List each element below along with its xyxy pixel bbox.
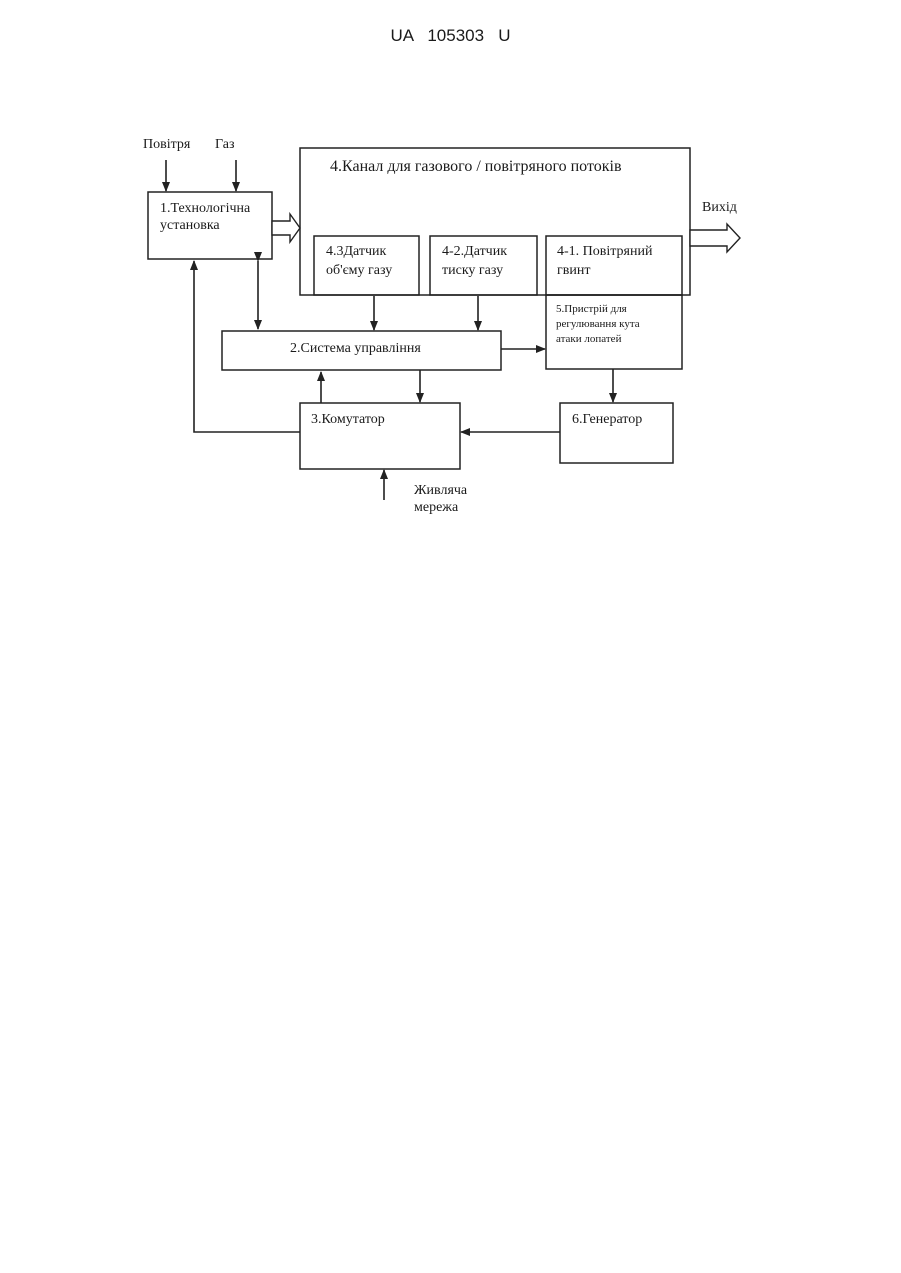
generator-label: 6.Генератор	[572, 411, 642, 428]
switch-to-tech-unit-arrow	[194, 261, 300, 432]
pressure-sensor-label-line2: тиску газу	[442, 262, 503, 279]
propeller-label-line2: гвинт	[557, 262, 590, 279]
tech-to-channel-arrow	[272, 214, 300, 242]
gas-input-label: Газ	[215, 136, 235, 153]
volume-sensor-label-line1: 4.3Датчик	[326, 243, 386, 260]
output-label: Вихід	[702, 199, 737, 216]
propeller-label-line1: 4-1. Повітряний	[557, 243, 652, 260]
pressure-sensor-label-line1: 4-2.Датчик	[442, 243, 507, 260]
tech-unit-label-line1: 1.Технологічна	[160, 200, 250, 217]
volume-sensor-label-line2: об'єму газу	[326, 262, 392, 279]
air-input-label: Повітря	[143, 136, 190, 153]
power-supply-label-line2: мережа	[414, 499, 458, 516]
control-system-label: 2.Система управління	[290, 340, 421, 357]
blade-device-label-line1: 5.Пристрій для	[556, 302, 627, 316]
output-arrow	[690, 224, 740, 252]
power-supply-label-line1: Живляча	[414, 482, 467, 499]
channel-label: 4.Канал для газового / повітряного поток…	[330, 158, 622, 175]
tech-unit-label-line2: установка	[160, 217, 220, 234]
blade-device-label-line3: атаки лопатей	[556, 332, 621, 346]
blade-device-label-line2: регулювання кута	[556, 317, 640, 331]
switch-label: 3.Комутатор	[311, 411, 385, 428]
